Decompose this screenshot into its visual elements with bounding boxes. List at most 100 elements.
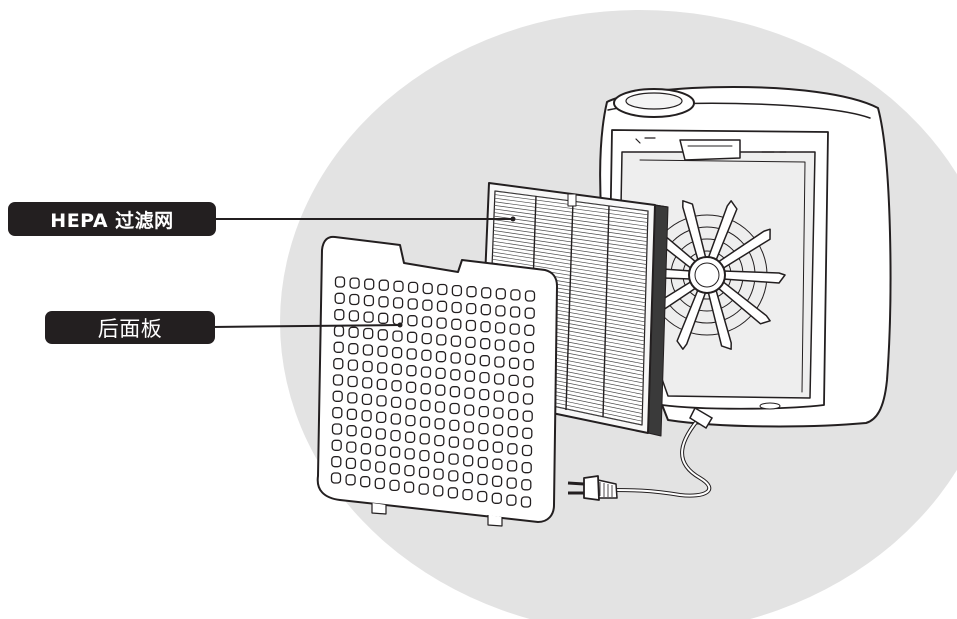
grille-hole xyxy=(494,391,503,401)
grille-hole xyxy=(438,285,447,295)
grille-hole xyxy=(524,394,533,404)
grille-hole xyxy=(437,318,446,328)
grille-hole xyxy=(479,407,488,417)
grille-hole xyxy=(408,316,417,326)
grille-hole xyxy=(479,424,488,434)
grille-hole xyxy=(435,419,444,429)
grille-hole xyxy=(480,390,489,400)
grille-hole xyxy=(349,344,358,354)
hepa-filter-label: HEPA 过滤网 xyxy=(8,202,216,236)
grille-hole xyxy=(509,393,518,403)
grille-hole xyxy=(451,370,460,380)
grille-hole xyxy=(522,497,531,507)
grille-hole xyxy=(377,396,386,406)
grille-hole xyxy=(361,444,370,454)
grille-hole xyxy=(451,336,460,346)
grille-hole xyxy=(336,277,345,287)
grille-hole xyxy=(492,493,501,503)
grille-hole xyxy=(467,304,476,314)
grille-hole xyxy=(421,384,430,394)
grille-hole xyxy=(333,424,342,434)
grille-hole xyxy=(496,306,505,316)
grille-hole xyxy=(479,441,488,451)
grille-hole xyxy=(407,382,416,392)
grille-hole xyxy=(423,300,432,310)
grille-hole xyxy=(334,375,343,385)
grille-hole xyxy=(494,408,503,418)
grille-hole xyxy=(523,446,532,456)
grille-hole xyxy=(347,442,356,452)
grille-hole xyxy=(466,354,475,364)
grille-hole xyxy=(481,322,490,332)
grille-hole xyxy=(510,358,519,368)
grille-hole xyxy=(524,360,533,370)
grille-hole xyxy=(348,393,357,403)
grille-hole xyxy=(378,363,387,373)
grille-hole xyxy=(525,343,534,353)
grille-hole xyxy=(391,447,400,457)
grille-hole xyxy=(422,350,431,360)
grille-hole xyxy=(391,431,400,441)
grille-hole xyxy=(408,299,417,309)
grille-hole xyxy=(525,308,534,318)
grille-hole xyxy=(421,401,430,411)
grille-hole xyxy=(480,356,489,366)
grille-hole xyxy=(406,399,415,409)
grille-hole xyxy=(420,451,429,461)
grille-hole xyxy=(346,475,355,485)
grille-hole xyxy=(465,371,474,381)
grille-hole xyxy=(332,473,341,483)
grille-hole xyxy=(523,428,532,438)
grille-hole xyxy=(436,385,445,395)
grille-hole xyxy=(377,379,386,389)
grille-hole xyxy=(405,482,414,492)
grille-hole xyxy=(349,311,358,321)
grille-hole xyxy=(363,378,372,388)
grille-hole xyxy=(334,342,343,352)
grille-hole xyxy=(362,394,371,404)
grille-hole xyxy=(508,461,517,471)
grille-hole xyxy=(391,414,400,424)
grille-hole xyxy=(437,352,446,362)
grille-hole xyxy=(507,495,516,505)
grille-hole xyxy=(362,427,371,437)
grille-hole xyxy=(363,362,372,372)
grille-hole xyxy=(509,375,518,385)
grille-hole xyxy=(363,345,372,355)
grille-hole xyxy=(508,444,517,454)
grille-hole xyxy=(392,364,401,374)
grille-hole xyxy=(349,327,358,337)
grille-hole xyxy=(450,387,459,397)
grille-hole xyxy=(347,409,356,419)
grille-hole xyxy=(451,353,460,363)
grille-hole xyxy=(405,466,414,476)
rear-panel-grille-icon xyxy=(318,237,557,526)
grille-hole xyxy=(478,458,487,468)
panel-leader-dot xyxy=(398,323,403,328)
grille-hole xyxy=(364,296,373,306)
grille-hole xyxy=(522,480,531,490)
grille-hole xyxy=(422,334,431,344)
grille-hole xyxy=(408,332,417,342)
grille-hole xyxy=(452,286,461,296)
grille-hole xyxy=(480,373,489,383)
grille-hole xyxy=(525,325,534,335)
grille-hole xyxy=(419,484,428,494)
grille-hole xyxy=(406,416,415,426)
grille-hole xyxy=(495,340,504,350)
grille-hole xyxy=(390,464,399,474)
grille-hole xyxy=(406,432,415,442)
grille-hole xyxy=(464,456,473,466)
grille-hole xyxy=(496,323,505,333)
grille-hole xyxy=(511,290,520,300)
grille-hole xyxy=(495,357,504,367)
grille-hole xyxy=(348,377,357,387)
grille-hole xyxy=(481,339,490,349)
grille-hole xyxy=(448,488,457,498)
grille-hole xyxy=(450,420,459,430)
grille-hole xyxy=(478,492,487,502)
grille-hole xyxy=(449,471,458,481)
grille-hole xyxy=(464,422,473,432)
grille-hole xyxy=(390,480,399,490)
grille-hole xyxy=(332,440,341,450)
